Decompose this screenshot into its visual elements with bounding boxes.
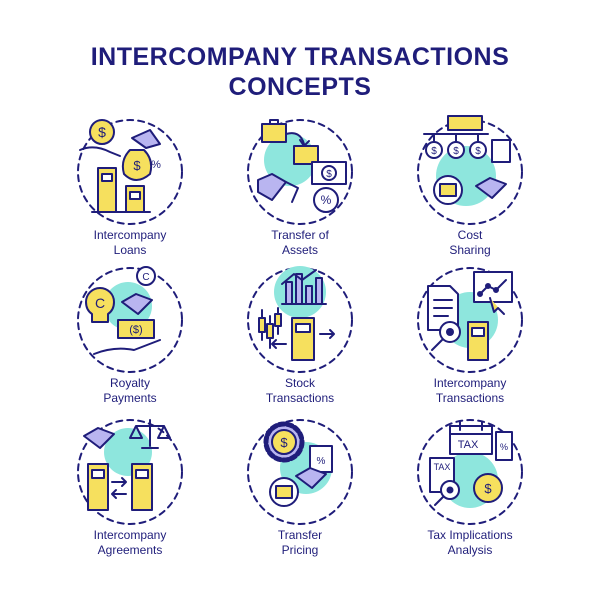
svg-text:C: C (95, 295, 105, 311)
cost-sharing-icon: $ $ $ (417, 115, 523, 225)
svg-text:TAX: TAX (434, 462, 451, 472)
svg-text:C: C (142, 272, 149, 283)
svg-text:$: $ (133, 158, 141, 173)
label-line: Intercompany (93, 228, 167, 242)
label-line: Transactions (265, 391, 335, 405)
concept-label: Royalty Payments (50, 376, 210, 406)
concept-label: Cost Sharing (390, 228, 550, 258)
label-line: Transfer (277, 528, 323, 542)
svg-text:$: $ (453, 146, 459, 157)
concept-label: Intercompany Transactions (390, 376, 550, 406)
svg-text:%: % (500, 442, 508, 452)
label-line: Transfer of (271, 228, 329, 242)
concept-transfer-of-assets: $ % Transfer of Assets (220, 110, 380, 270)
label-line: Tax Implications (427, 528, 513, 542)
royalty-payments-icon: C C ($) (77, 266, 183, 373)
concept-intercompany-agreements: Intercompany Agreements (50, 410, 210, 570)
concept-label: Transfer Pricing (220, 528, 380, 558)
concept-tax-implications-analysis: TAX % TAX $ Tax Implications Analysis (390, 410, 550, 570)
label-line: Analysis (447, 543, 493, 557)
svg-text:%: % (151, 159, 161, 171)
pricing-gear-icon: $ % (247, 419, 353, 525)
label-line: Payments (103, 391, 157, 405)
label-line: Pricing (281, 543, 319, 557)
svg-text:%: % (321, 193, 332, 207)
svg-text:$: $ (484, 481, 492, 496)
svg-text:%: % (317, 456, 326, 467)
tax-analysis-icon: TAX % TAX $ (417, 419, 523, 525)
svg-text:$: $ (98, 124, 106, 140)
label-line: Agreements (97, 543, 163, 557)
label-line: Intercompany (433, 376, 507, 390)
label-line: Transactions (435, 391, 505, 405)
concept-label: Intercompany Loans (50, 228, 210, 258)
stock-chart-icon (247, 266, 353, 373)
loan-handshake-icon: $ $ % (77, 119, 183, 225)
concept-stock-transactions: Stock Transactions (220, 258, 380, 418)
label-line: Sharing (449, 243, 491, 257)
concept-label: Stock Transactions (220, 376, 380, 406)
svg-text:$: $ (326, 169, 332, 180)
concept-cost-sharing: $ $ $ Cost Sharing (390, 110, 550, 270)
label-line: Stock (284, 376, 315, 390)
transfer-assets-icon: $ % (247, 119, 353, 225)
title-line-2: CONCEPTS (228, 73, 372, 101)
label-line: Assets (281, 243, 318, 257)
svg-text:$: $ (280, 435, 288, 450)
concept-label: Transfer of Assets (220, 228, 380, 258)
svg-text:TAX: TAX (458, 439, 479, 451)
svg-text:($): ($) (129, 324, 142, 336)
concept-intercompany-loans: $ $ % Intercompany Loans (50, 110, 210, 270)
label-line: Loans (113, 243, 147, 257)
concept-label: Intercompany Agreements (50, 528, 210, 558)
document-analysis-icon (417, 267, 523, 373)
concept-royalty-payments: C C ($) Royalty Payments (50, 258, 210, 418)
page-title: INTERCOMPANY TRANSACTIONS CONCEPTS (0, 42, 600, 102)
agreement-scales-icon (77, 419, 183, 525)
label-line: Cost (457, 228, 483, 242)
concept-transfer-pricing: $ % Transfer Pricing (220, 410, 380, 570)
label-line: Royalty (109, 376, 150, 390)
svg-text:$: $ (431, 146, 437, 157)
concept-intercompany-transactions: Intercompany Transactions (390, 258, 550, 418)
svg-text:$: $ (475, 146, 481, 157)
concept-label: Tax Implications Analysis (390, 528, 550, 558)
label-line: Intercompany (93, 528, 167, 542)
title-line-1: INTERCOMPANY TRANSACTIONS (90, 43, 510, 71)
